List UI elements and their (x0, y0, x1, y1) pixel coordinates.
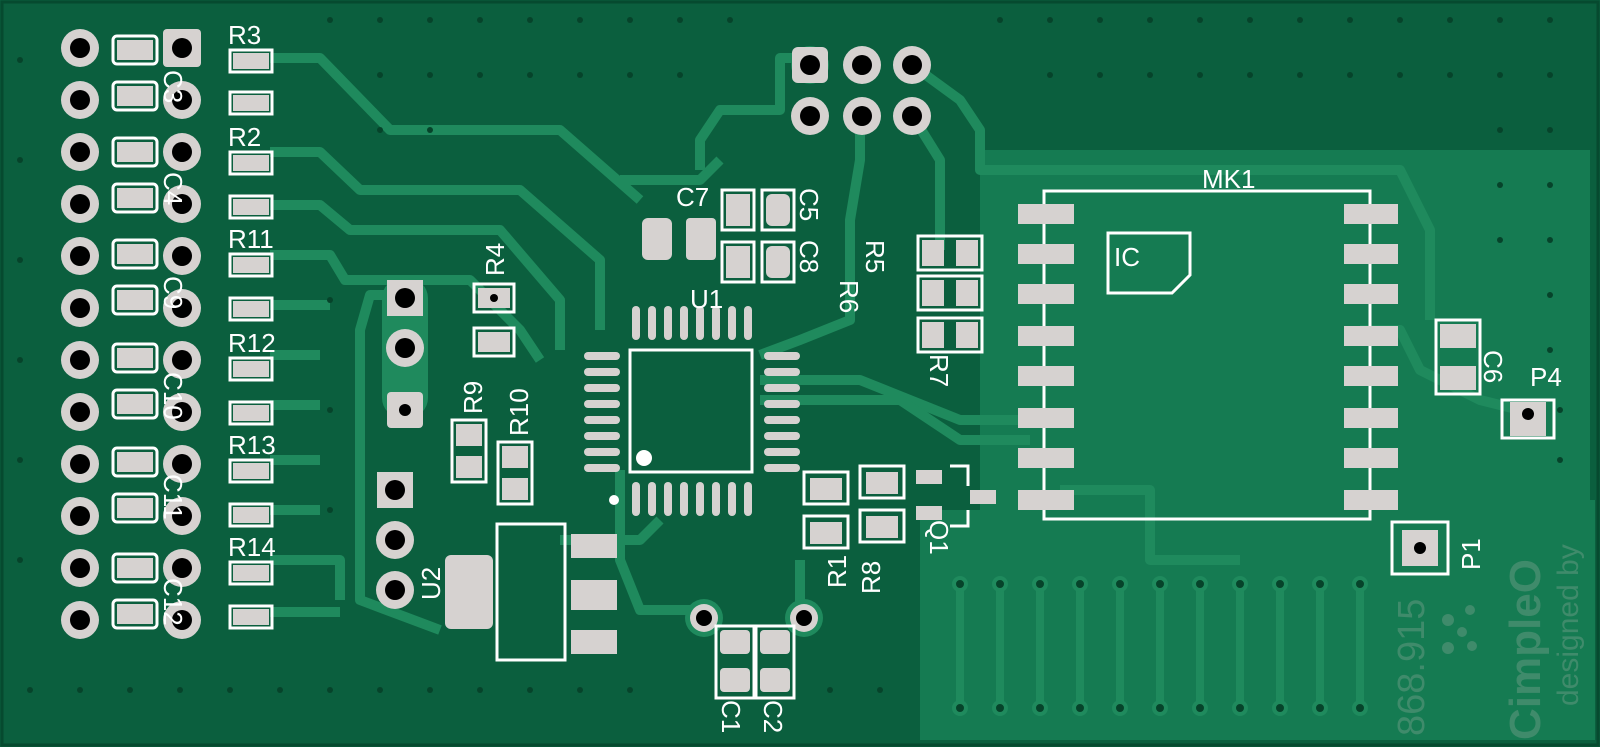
label-mk1: MK1 (1202, 164, 1255, 194)
u1-mcu (584, 306, 800, 516)
c6 (1434, 318, 1482, 396)
label-c6: C6 (1478, 350, 1508, 383)
label-r3: R3 (228, 20, 261, 50)
label-r9: R9 (458, 381, 488, 414)
cimpleo-logo-icon (1442, 605, 1477, 654)
label-r4: R4 (480, 243, 510, 276)
label-c1: C1 (716, 700, 746, 733)
header-caps (111, 34, 159, 630)
label-u1: U1 (690, 284, 723, 314)
p1-pad (1390, 520, 1450, 576)
stitching-vias (17, 17, 1563, 693)
label-p1: P1 (1456, 538, 1486, 570)
r1-r8-q1 (802, 464, 996, 550)
label-c4: C4 (158, 172, 188, 205)
u2-regulator (376, 472, 617, 662)
label-r13: R13 (228, 430, 276, 460)
label-u2: U2 (416, 567, 446, 600)
finger-vias (952, 576, 1368, 716)
mk1-module (1018, 189, 1398, 521)
frequency-label: 868.915 (1391, 599, 1433, 736)
header-right-column (163, 29, 201, 639)
brand-designed-by: designed by (1552, 544, 1585, 706)
connector-3pin (382, 278, 428, 428)
label-c8: C8 (794, 240, 824, 273)
label-c7: C7 (676, 182, 709, 212)
r4 (472, 282, 516, 358)
brand-logo-text: CimpleO (1501, 559, 1550, 740)
label-c10: C10 (158, 372, 188, 420)
label-r14: R14 (228, 532, 276, 562)
label-q1: Q1 (924, 520, 954, 555)
c7-c5-c8 (642, 188, 796, 284)
copper-traces (270, 53, 1522, 635)
label-ic: IC (1114, 242, 1140, 272)
label-r5: R5 (860, 240, 890, 273)
label-r2: R2 (228, 122, 261, 152)
label-r8: R8 (856, 561, 886, 594)
r9-r10 (450, 418, 534, 506)
label-r10: R10 (504, 388, 534, 436)
label-r6: R6 (834, 280, 864, 313)
label-r1: R1 (822, 555, 852, 588)
resistor-column (228, 48, 274, 630)
r5-r6-r7 (916, 234, 984, 354)
label-r12: R12 (228, 328, 276, 358)
label-c2: C2 (758, 700, 788, 733)
label-c12: C12 (158, 578, 188, 626)
label-c5: C5 (794, 188, 824, 221)
label-r7: R7 (924, 354, 954, 387)
label-c3: C3 (158, 70, 188, 103)
header-left-column (61, 29, 99, 639)
top-header-2x3 (791, 46, 931, 135)
p4-pad (1500, 398, 1556, 440)
label-p4: P4 (1530, 362, 1562, 392)
ground-fingers (956, 585, 1364, 705)
c1-c2 (685, 599, 823, 700)
label-c9: C9 (158, 276, 188, 309)
label-c11: C11 (158, 474, 188, 520)
label-r11: R11 (228, 224, 274, 254)
